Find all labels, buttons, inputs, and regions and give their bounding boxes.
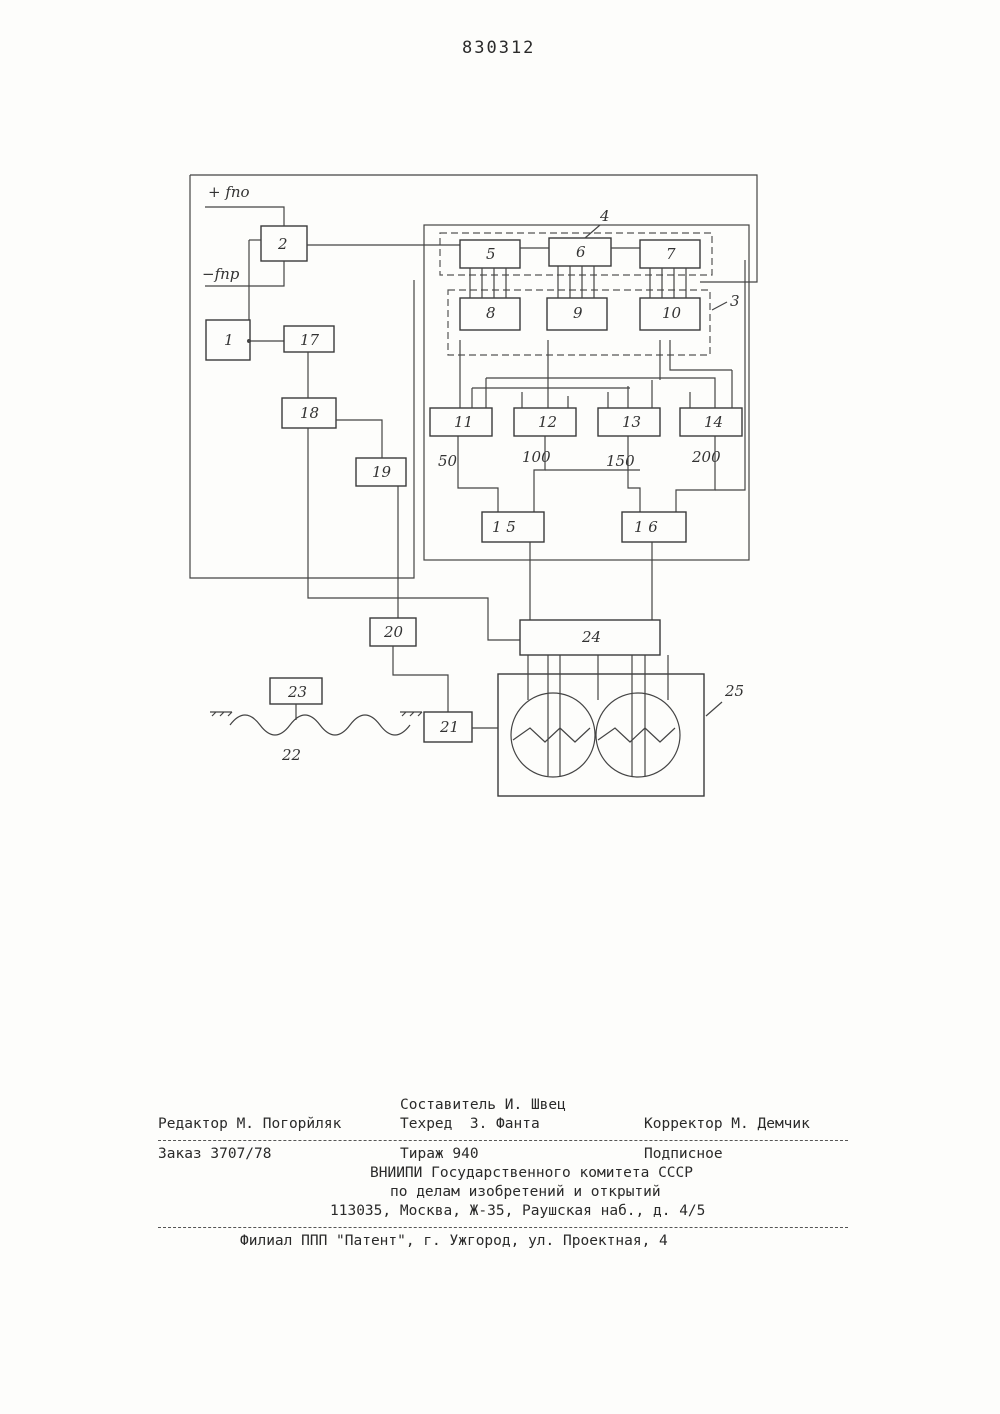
- label-7: 7: [666, 245, 676, 263]
- block-diagram: 2 + fпо −fпр 1 17 18 19 5 6 7 4 8 9 10 3…: [0, 0, 1000, 1000]
- editor: Редактор М. Погорйляк: [158, 1115, 341, 1134]
- label-100: 100: [522, 448, 551, 466]
- label-23: 23: [287, 683, 307, 701]
- label-20: 20: [383, 623, 404, 641]
- label-5: 5: [486, 245, 496, 263]
- compiler: Составитель И. Швец: [400, 1096, 566, 1115]
- rule-top: [158, 1140, 848, 1141]
- label-3: 3: [730, 292, 740, 310]
- branch: Филиал ППП "Патент", г. Ужгород, ул. Про…: [240, 1232, 668, 1251]
- label-13: 13: [622, 413, 641, 431]
- label-22: 22: [281, 746, 301, 764]
- order: Заказ 3707/78: [158, 1145, 272, 1164]
- label-4: 4: [599, 207, 610, 225]
- label-150: 150: [606, 452, 635, 470]
- colophon: Составитель И. Швец Редактор М. Погорйля…: [158, 1096, 848, 1251]
- label-16: 1 6: [634, 518, 658, 536]
- label-9: 9: [573, 304, 583, 322]
- circulation: Тираж 940: [400, 1145, 479, 1164]
- label-8: 8: [486, 304, 496, 322]
- label-1: 1: [224, 331, 234, 349]
- label-25: 25: [724, 682, 744, 700]
- label-200: 200: [691, 448, 721, 466]
- label-12: 12: [538, 413, 557, 431]
- techred: Техред З. Фанта: [400, 1115, 540, 1134]
- org-line-2: по делам изобретений и открытий: [390, 1183, 661, 1202]
- subscription: Подписное: [644, 1145, 723, 1164]
- label-fpo-minus: −fпр: [202, 265, 240, 283]
- label-15: 1 5: [492, 518, 516, 536]
- label-17: 17: [300, 331, 320, 349]
- label-21: 21: [439, 718, 459, 736]
- label-11: 11: [454, 413, 473, 431]
- label-50: 50: [438, 452, 458, 470]
- label-19: 19: [372, 463, 392, 481]
- label-6: 6: [576, 243, 586, 261]
- label-10: 10: [662, 304, 682, 322]
- org-line-3: 113035, Москва, Ж-35, Раушская наб., д. …: [330, 1202, 705, 1221]
- org-line-1: ВНИИПИ Государственного комитета СССР: [370, 1164, 693, 1183]
- label-fpo-plus: + fпо: [208, 183, 250, 201]
- rule-bottom: [158, 1227, 848, 1228]
- label-24: 24: [581, 628, 601, 646]
- label-18: 18: [300, 404, 319, 422]
- block-25: [498, 674, 704, 796]
- label-2: 2: [277, 235, 288, 253]
- label-14: 14: [704, 413, 723, 431]
- corrector: Корректор М. Демчик: [644, 1115, 810, 1134]
